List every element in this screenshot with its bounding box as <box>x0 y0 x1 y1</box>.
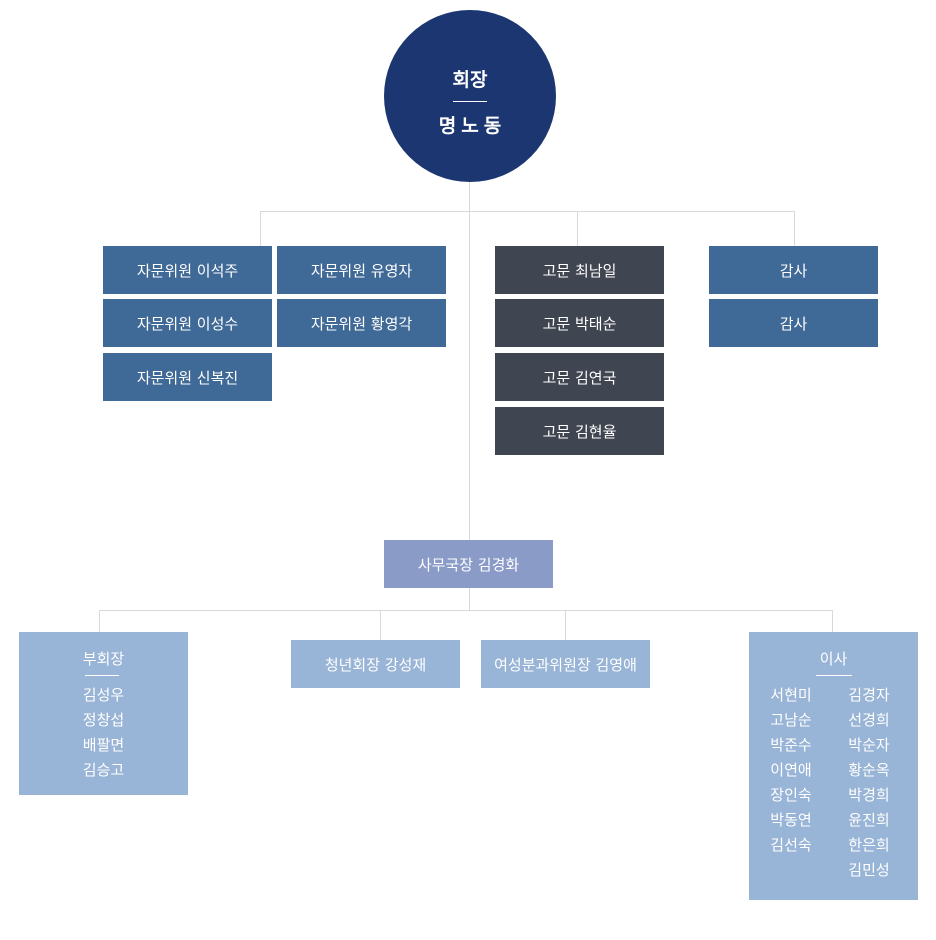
consultant-box: 고문 김연국 <box>495 353 664 401</box>
director-name: 박순자 <box>848 736 890 754</box>
connector-drop-auditors <box>794 211 795 246</box>
youth-chair-box: 청년회장 강성재 <box>291 640 460 688</box>
connector-drop-vice-chairs <box>99 610 100 632</box>
connector-secretary-down <box>469 588 470 611</box>
women-committee-chair-box: 여성분과위원장 김영애 <box>481 640 650 688</box>
director-name: 윤진희 <box>848 811 890 829</box>
director-name: 김민성 <box>848 861 890 879</box>
advisory-member-box: 자문위원 유영자 <box>277 246 446 294</box>
directors-right-column: 김경자 선경희 박순자 황순옥 박경희 윤진희 한은희 김민성 <box>839 683 899 883</box>
advisory-member-box: 자문위원 신복진 <box>103 353 272 401</box>
director-name: 고남순 <box>770 711 812 729</box>
auditor-box: 감사 <box>709 246 878 294</box>
director-name: 한은희 <box>848 836 890 854</box>
director-name: 이연애 <box>770 761 812 779</box>
vice-chairs-names: 김성우 정창섭 배팔면 김승고 <box>19 683 188 783</box>
director-name: 서현미 <box>770 686 812 704</box>
directors-divider <box>816 675 852 676</box>
auditor-box: 감사 <box>709 299 878 347</box>
consultant-box: 고문 박태순 <box>495 299 664 347</box>
director-name: 장인숙 <box>770 786 812 804</box>
chairman-title: 회장 <box>452 69 488 91</box>
vice-chairs-panel: 부회장 김성우 정창섭 배팔면 김승고 <box>19 632 188 795</box>
advisory-member-box: 자문위원 황영각 <box>277 299 446 347</box>
director-name: 박동연 <box>770 811 812 829</box>
vice-chair-name: 김승고 <box>82 761 125 779</box>
connector-drop-directors <box>832 610 833 632</box>
director-name: 박준수 <box>770 736 812 754</box>
directors-panel: 이사 서현미 고남순 박준수 이연애 장인숙 박동연 김선숙 김경자 선경희 박… <box>749 632 918 900</box>
consultant-box: 고문 최남일 <box>495 246 664 294</box>
connector-top-horizontal <box>260 211 795 212</box>
director-name: 박경희 <box>848 786 890 804</box>
advisory-member-box: 자문위원 이석주 <box>103 246 272 294</box>
connector-drop-women <box>565 610 566 640</box>
vice-chairs-divider <box>85 675 119 676</box>
vice-chairs-title: 부회장 <box>82 650 125 668</box>
connector-drop-advisory <box>260 211 261 246</box>
connector-bottom-horizontal <box>99 610 833 611</box>
director-name: 김선숙 <box>770 836 812 854</box>
director-name: 황순옥 <box>848 761 890 779</box>
secretary-general-box: 사무국장 김경화 <box>384 540 553 588</box>
connector-trunk <box>469 182 470 540</box>
vice-chair-name: 정창섭 <box>82 711 125 729</box>
vice-chair-name: 배팔면 <box>82 736 125 754</box>
director-name: 선경희 <box>848 711 890 729</box>
connector-drop-youth <box>380 610 381 640</box>
connector-drop-consultants <box>577 211 578 246</box>
chairman-node: 회장 명노동 <box>384 10 556 182</box>
directors-left-column: 서현미 고남순 박준수 이연애 장인숙 박동연 김선숙 <box>761 683 821 858</box>
director-name: 김경자 <box>848 686 890 704</box>
vice-chair-name: 김성우 <box>82 686 125 704</box>
chairman-name: 명노동 <box>438 115 507 137</box>
directors-title: 이사 <box>819 650 848 668</box>
chairman-divider <box>453 101 487 102</box>
advisory-member-box: 자문위원 이성수 <box>103 299 272 347</box>
consultant-box: 고문 김현율 <box>495 407 664 455</box>
